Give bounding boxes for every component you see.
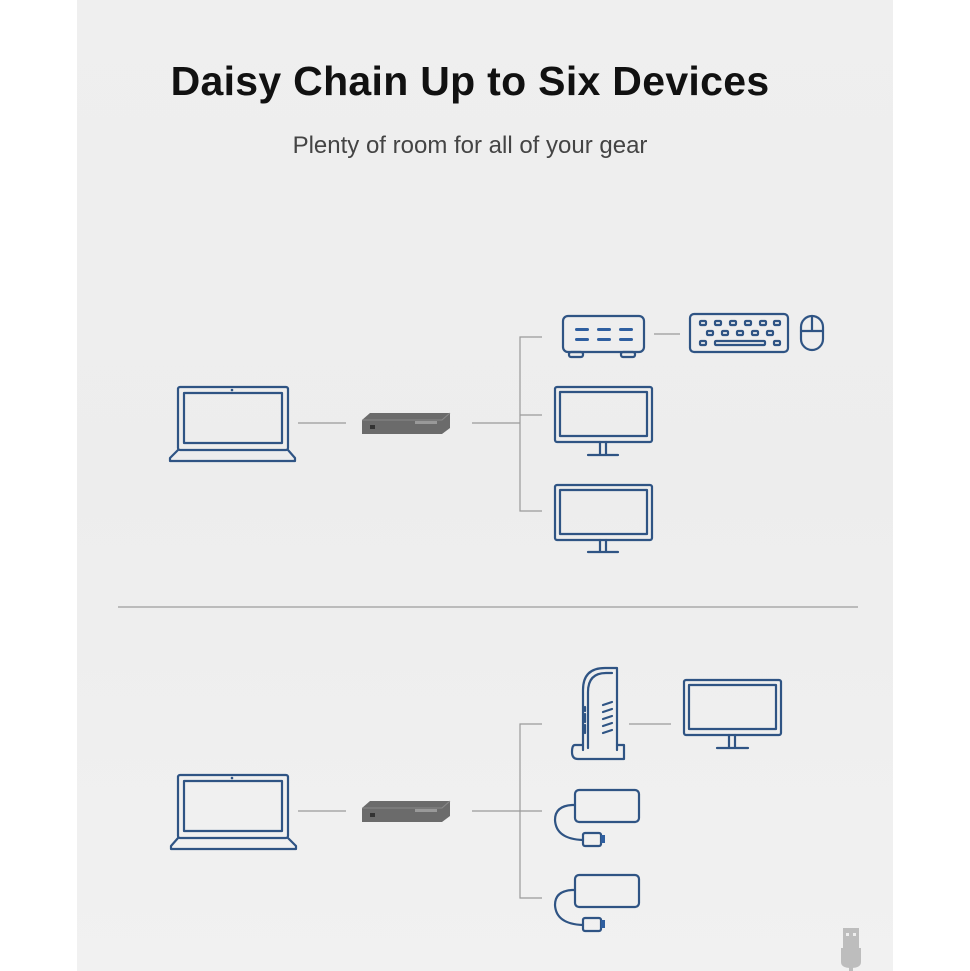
docking-hub-device-icon [362,800,451,822]
docking-hub-device-icon [362,412,451,434]
branch-lines [519,723,542,899]
usb-plug-watermark-icon [841,928,861,971]
vertical-dock-icon [570,666,626,761]
page-subtitle: Plenty of room for all of your gear [292,132,648,159]
monitor-icon [553,483,654,554]
mouse-icon [799,314,825,352]
usb-adapter-icon [553,873,641,933]
monitor-icon [553,385,654,457]
page-title: Daisy Chain Up to Six Devices [170,58,770,104]
usb-adapter-icon [553,788,641,848]
laptop-icon [168,385,297,463]
branch-lines [519,336,542,512]
background-panel [77,0,893,971]
laptop-icon [169,773,298,851]
monitor-icon [682,678,783,750]
usb-hub-icon [561,314,646,359]
keyboard-icon [688,312,790,354]
